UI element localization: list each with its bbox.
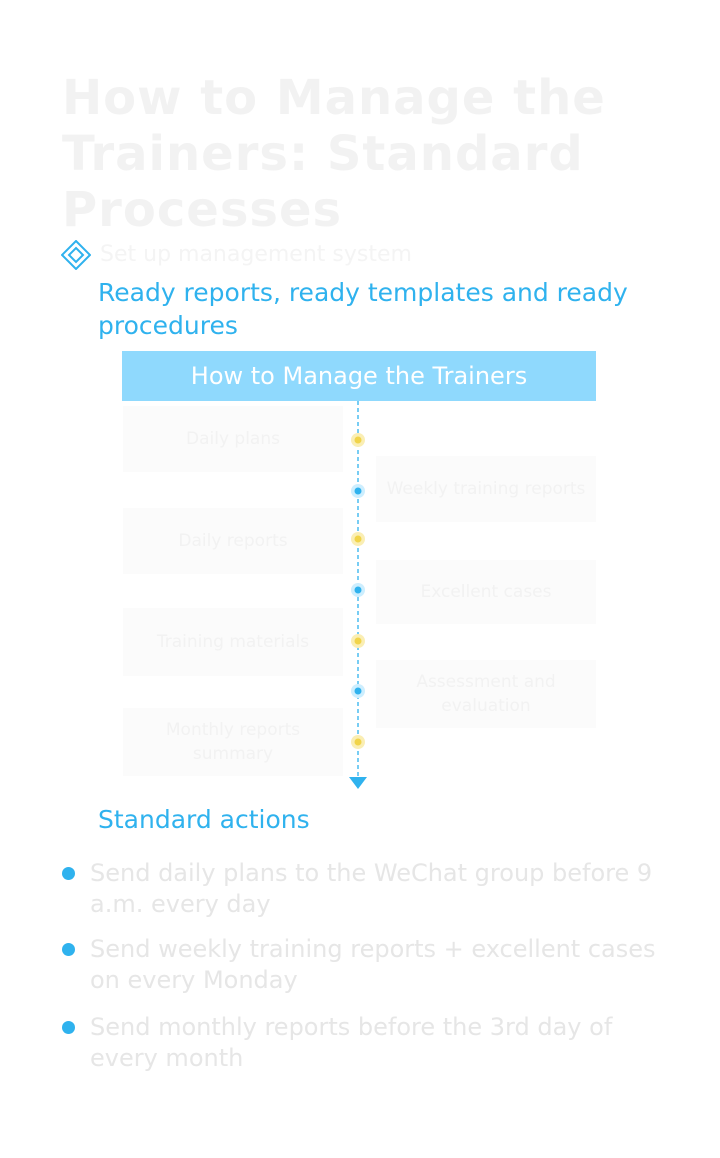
page-title-line: How to Manage the (62, 70, 606, 126)
timeline-dot-blue (351, 684, 365, 698)
dot-icon (62, 867, 75, 880)
dot-icon (62, 943, 75, 956)
section-subtitle: Set up management system (100, 242, 412, 267)
timeline-title: How to Manage the Trainers (122, 351, 596, 401)
dot-icon (62, 1021, 75, 1034)
page-title-line: Trainers: Standard (62, 126, 584, 182)
timeline-step-right: Excellent cases (376, 560, 596, 624)
list-item-text: Send weekly training reports + excellent… (90, 935, 656, 994)
timeline-step-right: Weekly training reports (376, 456, 596, 522)
arrow-down-icon (349, 777, 367, 789)
timeline-step-left: Daily plans (123, 406, 343, 472)
page-title-line: Processes (62, 182, 343, 238)
diamond-icon (61, 240, 91, 270)
timeline-graphic (349, 401, 367, 789)
timeline-dot-yellow (351, 634, 365, 648)
list-item-text: Send monthly reports before the 3rd day … (90, 1013, 613, 1072)
ready-heading: Ready reports, ready templates and ready… (98, 278, 628, 340)
list-item-text: Send daily plans to the WeChat group bef… (90, 859, 653, 918)
timeline-dot-yellow (351, 735, 365, 749)
timeline-dot-yellow (351, 532, 365, 546)
timeline-step-right: Assessment and evaluation (376, 660, 596, 728)
timeline-dot-blue (351, 583, 365, 597)
timeline-step-left: Daily reports (123, 508, 343, 574)
timeline-dot-yellow (351, 433, 365, 447)
standard-actions-heading: Standard actions (98, 805, 310, 834)
timeline-step-left: Monthly reports summary (123, 708, 343, 776)
page-title: How to Manage the Trainers: Standard Pro… (62, 70, 662, 238)
timeline-dot-blue (351, 484, 365, 498)
timeline-step-left: Training materials (123, 608, 343, 676)
